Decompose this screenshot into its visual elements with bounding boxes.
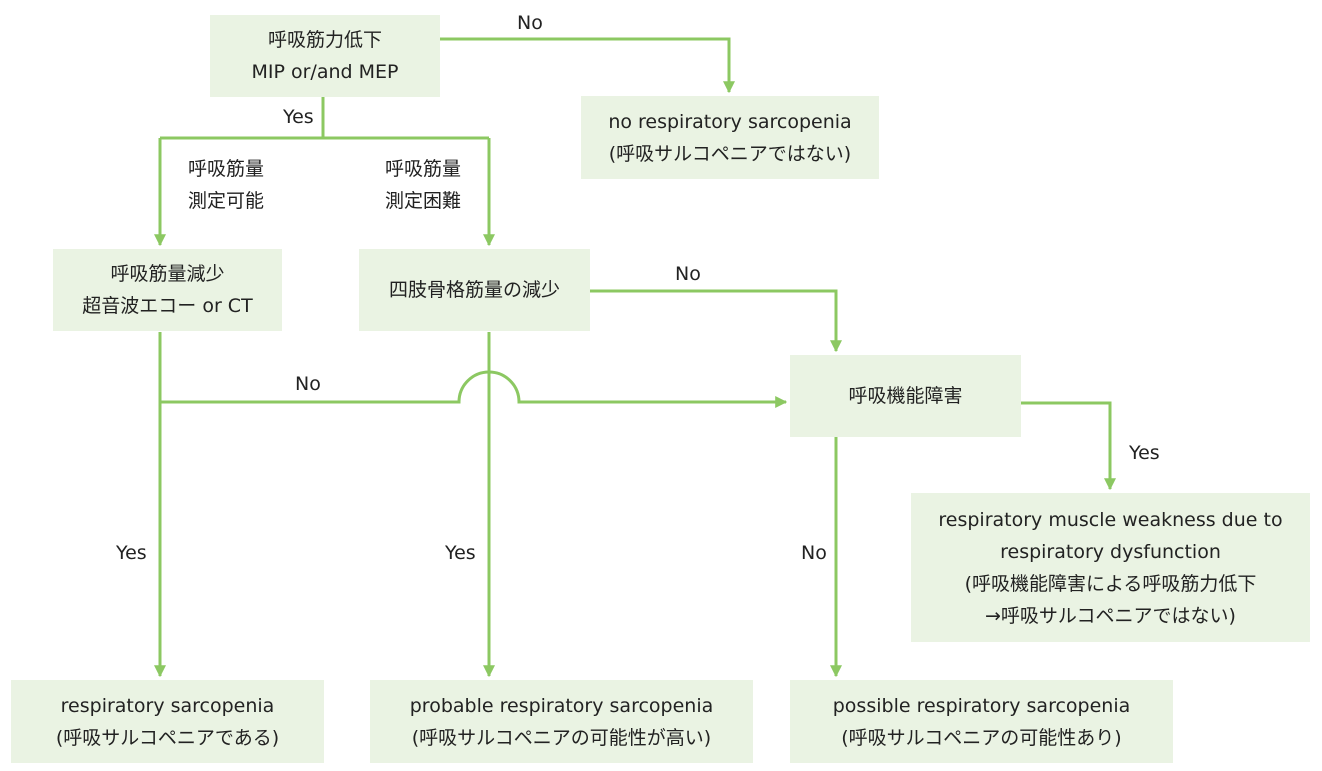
respiratory-muscle-mass-loss-box: 呼吸筋量減少 超音波エコー or CT <box>53 249 282 331</box>
box-line: 四肢骨格筋量の減少 <box>388 279 560 301</box>
box-line: 呼吸機能障害 <box>848 385 963 407</box>
box-line: respiratory muscle weakness due to <box>938 508 1283 531</box>
box-line: 超音波エコー or CT <box>82 295 253 317</box>
box-line: MIP or/and MEP <box>251 61 399 83</box>
box-line: possible respiratory sarcopenia <box>832 694 1131 717</box>
possible-respiratory-sarcopenia-box: possible respiratory sarcopenia (呼吸サルコペニ… <box>790 680 1173 763</box>
box-line: (呼吸サルコペニアの可能性が高い) <box>411 726 712 749</box>
limb-muscle-mass-loss-box: 四肢骨格筋量の減少 <box>359 249 590 331</box>
edge-label-dysfunction-yes: Yes <box>1129 442 1160 464</box>
edge-label-limb-yes: Yes <box>445 542 476 564</box>
connector-mass-to-dysfunction <box>160 370 788 408</box>
edge-label-start-yes: Yes <box>283 106 314 128</box>
edge-label-mass-yes: Yes <box>116 542 147 564</box>
box-line: probable respiratory sarcopenia <box>409 694 714 717</box>
box-line: 呼吸筋量減少 <box>110 263 225 285</box>
probable-respiratory-sarcopenia-box: probable respiratory sarcopenia (呼吸サルコペニ… <box>370 680 753 763</box>
box-line: (呼吸サルコペニアの可能性あり) <box>841 726 1122 749</box>
edge-label-limb-no: No <box>675 263 701 285</box>
edge-label-measurable: 呼吸筋量 測定可能 <box>188 153 264 217</box>
box-line: 呼吸筋力低下 <box>267 29 382 51</box>
edge-label-line: 呼吸筋量 <box>188 158 265 180</box>
box-line: (呼吸サルコペニアではない) <box>608 142 852 165</box>
connector-limb-to-dysfunction <box>590 289 842 353</box>
muscle-weakness-due-to-dysfunction-box: respiratory muscle weakness due to respi… <box>911 493 1310 642</box>
box-line: no respiratory sarcopenia <box>608 110 852 133</box>
edge-label-dysfunction-no: No <box>801 542 827 564</box>
no-respiratory-sarcopenia-box: no respiratory sarcopenia (呼吸サルコペニアではない) <box>581 96 879 179</box>
edge-label-line: 呼吸筋量 <box>385 158 462 180</box>
edge-label-line: 測定困難 <box>385 190 462 212</box>
box-line: respiratory dysfunction <box>1000 540 1221 563</box>
edge-label-mass-no: No <box>295 373 321 395</box>
edge-label-line: 測定可能 <box>188 190 265 212</box>
box-line: (呼吸機能障害による呼吸筋力低下 <box>964 572 1257 595</box>
connector-start-to-no-sarcopenia <box>440 37 735 94</box>
box-line: (呼吸サルコペニアである) <box>55 726 280 749</box>
box-line: respiratory sarcopenia <box>60 694 275 717</box>
respiratory-muscle-weakness-box: 呼吸筋力低下 MIP or/and MEP <box>210 15 440 97</box>
edge-label-difficult: 呼吸筋量 測定困難 <box>385 153 461 217</box>
connector-dysfunction-to-weakness <box>1021 401 1116 491</box>
respiratory-dysfunction-box: 呼吸機能障害 <box>790 355 1021 437</box>
edge-label-start-no: No <box>517 12 543 34</box>
box-line: →呼吸サルコペニアではない) <box>985 604 1236 627</box>
respiratory-sarcopenia-box: respiratory sarcopenia (呼吸サルコペニアである) <box>11 680 324 763</box>
